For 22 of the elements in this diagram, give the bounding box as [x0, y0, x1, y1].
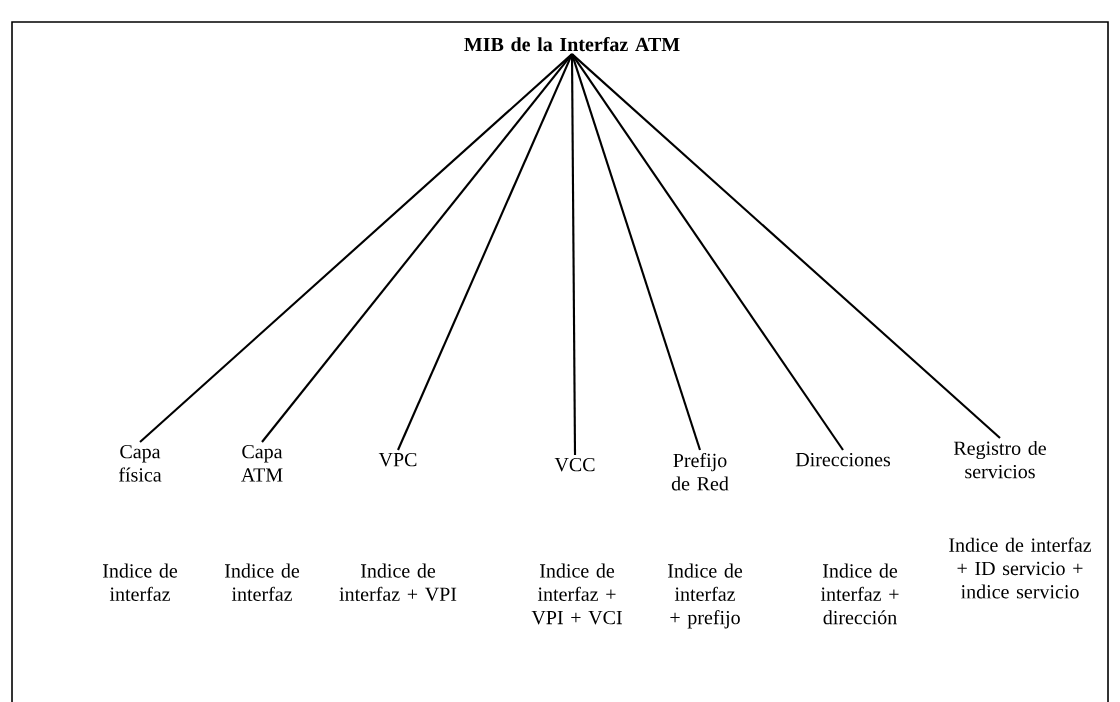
connector-line	[261, 53, 573, 443]
connector-line	[571, 53, 1001, 439]
connector-line	[397, 53, 573, 451]
connector-line	[570, 54, 577, 455]
branch-label: VPC	[378, 452, 417, 467]
index-label: Indice de interfaz	[225, 563, 300, 601]
connector-line	[571, 53, 702, 451]
connector-line	[139, 53, 573, 443]
branch-label: Prefijo de Red	[671, 452, 729, 491]
root-label: MIB de la Interfaz ATM	[464, 36, 680, 52]
branch-label: Direcciones	[795, 452, 891, 467]
index-label: Indice de interfaz	[103, 563, 178, 601]
index-label: Indice de interfaz + prefijo	[668, 563, 743, 629]
connector-line	[571, 53, 844, 451]
branch-label: Capa ATM	[241, 444, 283, 482]
index-label: Indice de interfaz + dirección	[820, 563, 899, 625]
index-label: Indice de interfaz + VPI + VCI	[531, 563, 622, 625]
index-label: Indice de interfaz + ID servicio + indice servicio	[949, 537, 1092, 599]
index-label: Indice de interfaz + VPI	[339, 563, 457, 602]
branch-label: VCC	[554, 457, 595, 472]
branch-label: Registro de servicios	[953, 440, 1046, 479]
branch-label: Capa física	[118, 444, 162, 482]
